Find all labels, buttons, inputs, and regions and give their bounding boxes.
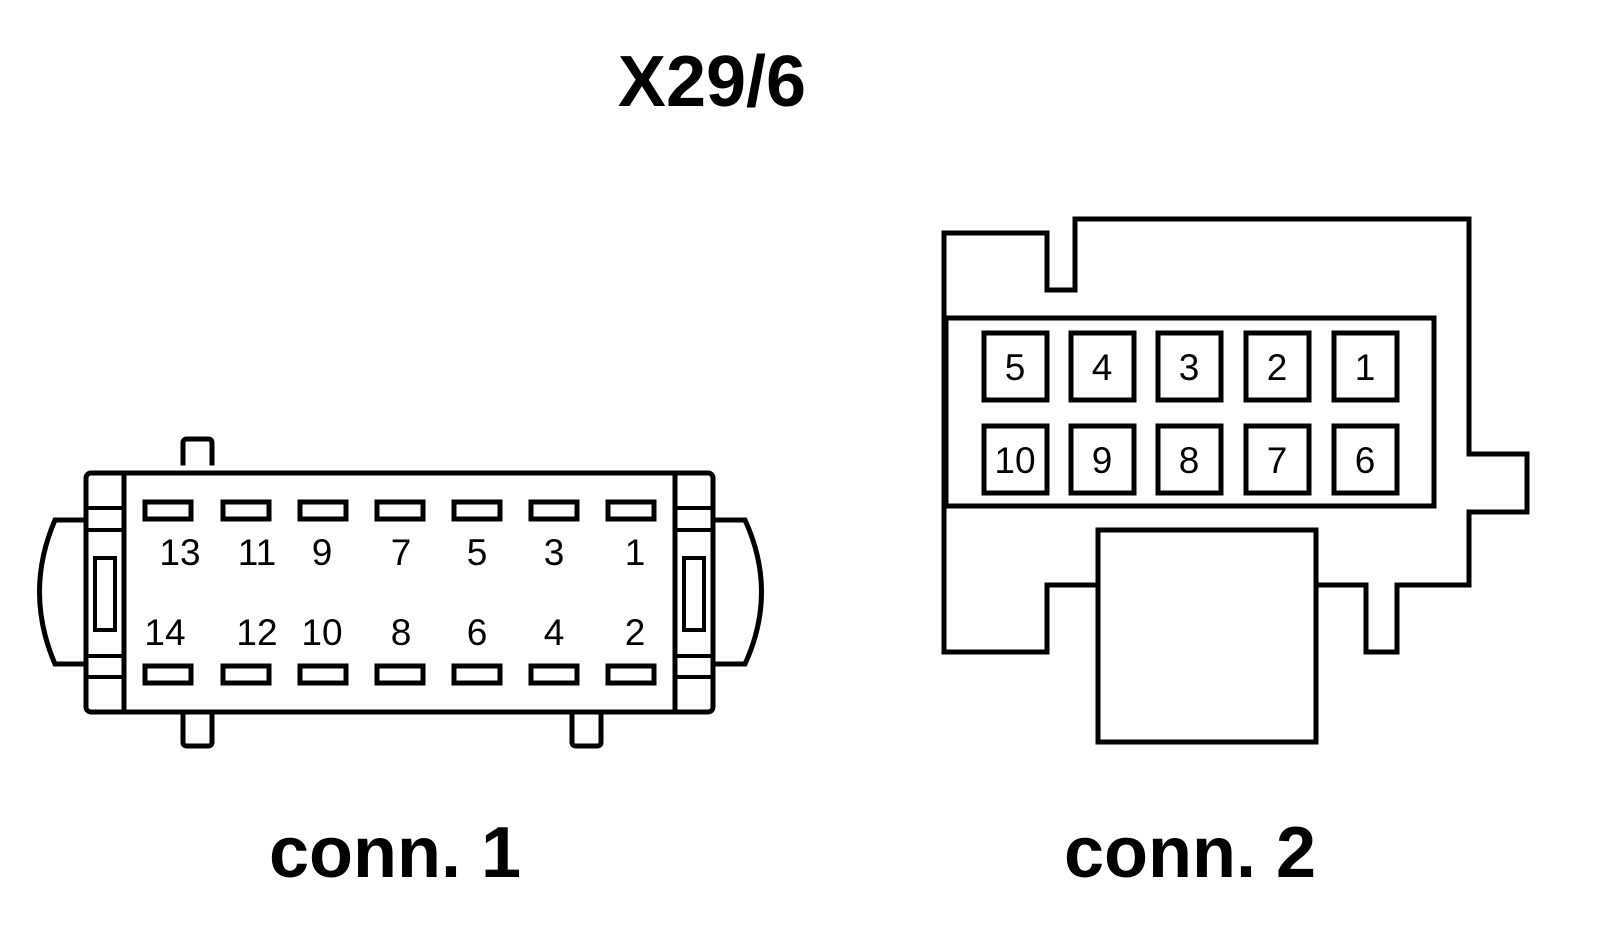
- conn2-label: conn. 2: [1064, 813, 1316, 893]
- conn2-cavity: [1243, 330, 1312, 403]
- conn2-cavity: [1155, 330, 1224, 403]
- conn2-cavity-number: 6: [1355, 440, 1376, 481]
- conn1-right-wing: [710, 517, 764, 667]
- conn2-cavity: [981, 423, 1050, 496]
- diagram-title: X29/6: [618, 42, 806, 122]
- conn2-cavity-number: 4: [1092, 347, 1113, 388]
- conn1-bottom-latch-right: [569, 709, 604, 749]
- conn2-lock-block: [1095, 527, 1319, 588]
- conn2-cavity: [1155, 423, 1224, 496]
- conn2-cavity: [981, 330, 1050, 403]
- conn1-contact-slot: [528, 663, 580, 686]
- conn2-housing: [941, 216, 1530, 745]
- connector-2: 5 4 3 2 1 10 9 8 7 6 conn. 2: [941, 216, 1530, 893]
- conn1-contact-slot: [605, 663, 657, 686]
- conn1-pin-number: 6: [467, 612, 488, 653]
- conn2-cavity: [1331, 423, 1400, 496]
- conn1-pin-number: 13: [159, 532, 200, 573]
- conn1-pin-number: 8: [391, 612, 412, 653]
- conn2-cavity-number: 3: [1179, 347, 1200, 388]
- conn1-pin-number: 3: [544, 532, 565, 573]
- conn1-housing: [83, 470, 716, 715]
- conn2-cavity-number: 9: [1092, 440, 1113, 481]
- conn1-left-wing: [37, 517, 89, 667]
- conn1-pin-number: 10: [301, 612, 342, 653]
- conn1-top-latch: [180, 436, 215, 466]
- conn1-pin-number: 4: [544, 612, 565, 653]
- conn1-corner-notches: [86, 506, 713, 679]
- conn1-pin-number: 11: [238, 532, 276, 573]
- conn2-cavity: [1243, 423, 1312, 496]
- conn1-contact-slot: [297, 663, 349, 686]
- conn2-cavity: [1068, 423, 1137, 496]
- conn1-pin-number: 12: [236, 612, 277, 653]
- conn2-cavity-number: 5: [1005, 347, 1026, 388]
- conn2-cavity-number: 7: [1267, 440, 1288, 481]
- conn2-cavity: [1331, 330, 1400, 403]
- conn1-contact-slot: [605, 499, 657, 522]
- conn1-contact-slot: [374, 663, 426, 686]
- conn1-contact-slot: [297, 499, 349, 522]
- conn2-cavity-number: 10: [994, 440, 1035, 481]
- conn1-inner-face: [121, 470, 678, 715]
- conn1-contact-slot: [142, 663, 194, 686]
- conn2-cavity: [1068, 330, 1137, 403]
- conn2-cavity-number: 1: [1355, 347, 1376, 388]
- conn1-pin-number: 9: [312, 532, 333, 573]
- conn1-bottom-latch-left: [180, 709, 215, 749]
- conn1-contact-slot: [220, 663, 272, 686]
- conn1-pin-number: 5: [467, 532, 488, 573]
- conn1-contact-slot: [451, 499, 503, 522]
- connector-1: 13 11 9 7 5 3 1 14 12 10 8 6 4 2 conn. 1: [37, 436, 764, 893]
- conn1-label: conn. 1: [269, 813, 521, 893]
- conn2-cavity-number: 8: [1179, 440, 1200, 481]
- conn1-contact-slot: [374, 499, 426, 522]
- conn1-contact-slot: [451, 663, 503, 686]
- conn1-contact-slot: [142, 499, 194, 522]
- conn1-pin-number: 1: [625, 532, 646, 573]
- conn1-pin-number: 2: [625, 612, 646, 653]
- conn2-cavity-field: [943, 315, 1437, 509]
- conn1-pin-number: 7: [391, 532, 412, 573]
- conn2-cavity-number: 2: [1267, 347, 1288, 388]
- conn1-contact-slot: [220, 499, 272, 522]
- conn1-contact-slot: [528, 499, 580, 522]
- conn1-pin-number: 14: [144, 612, 185, 653]
